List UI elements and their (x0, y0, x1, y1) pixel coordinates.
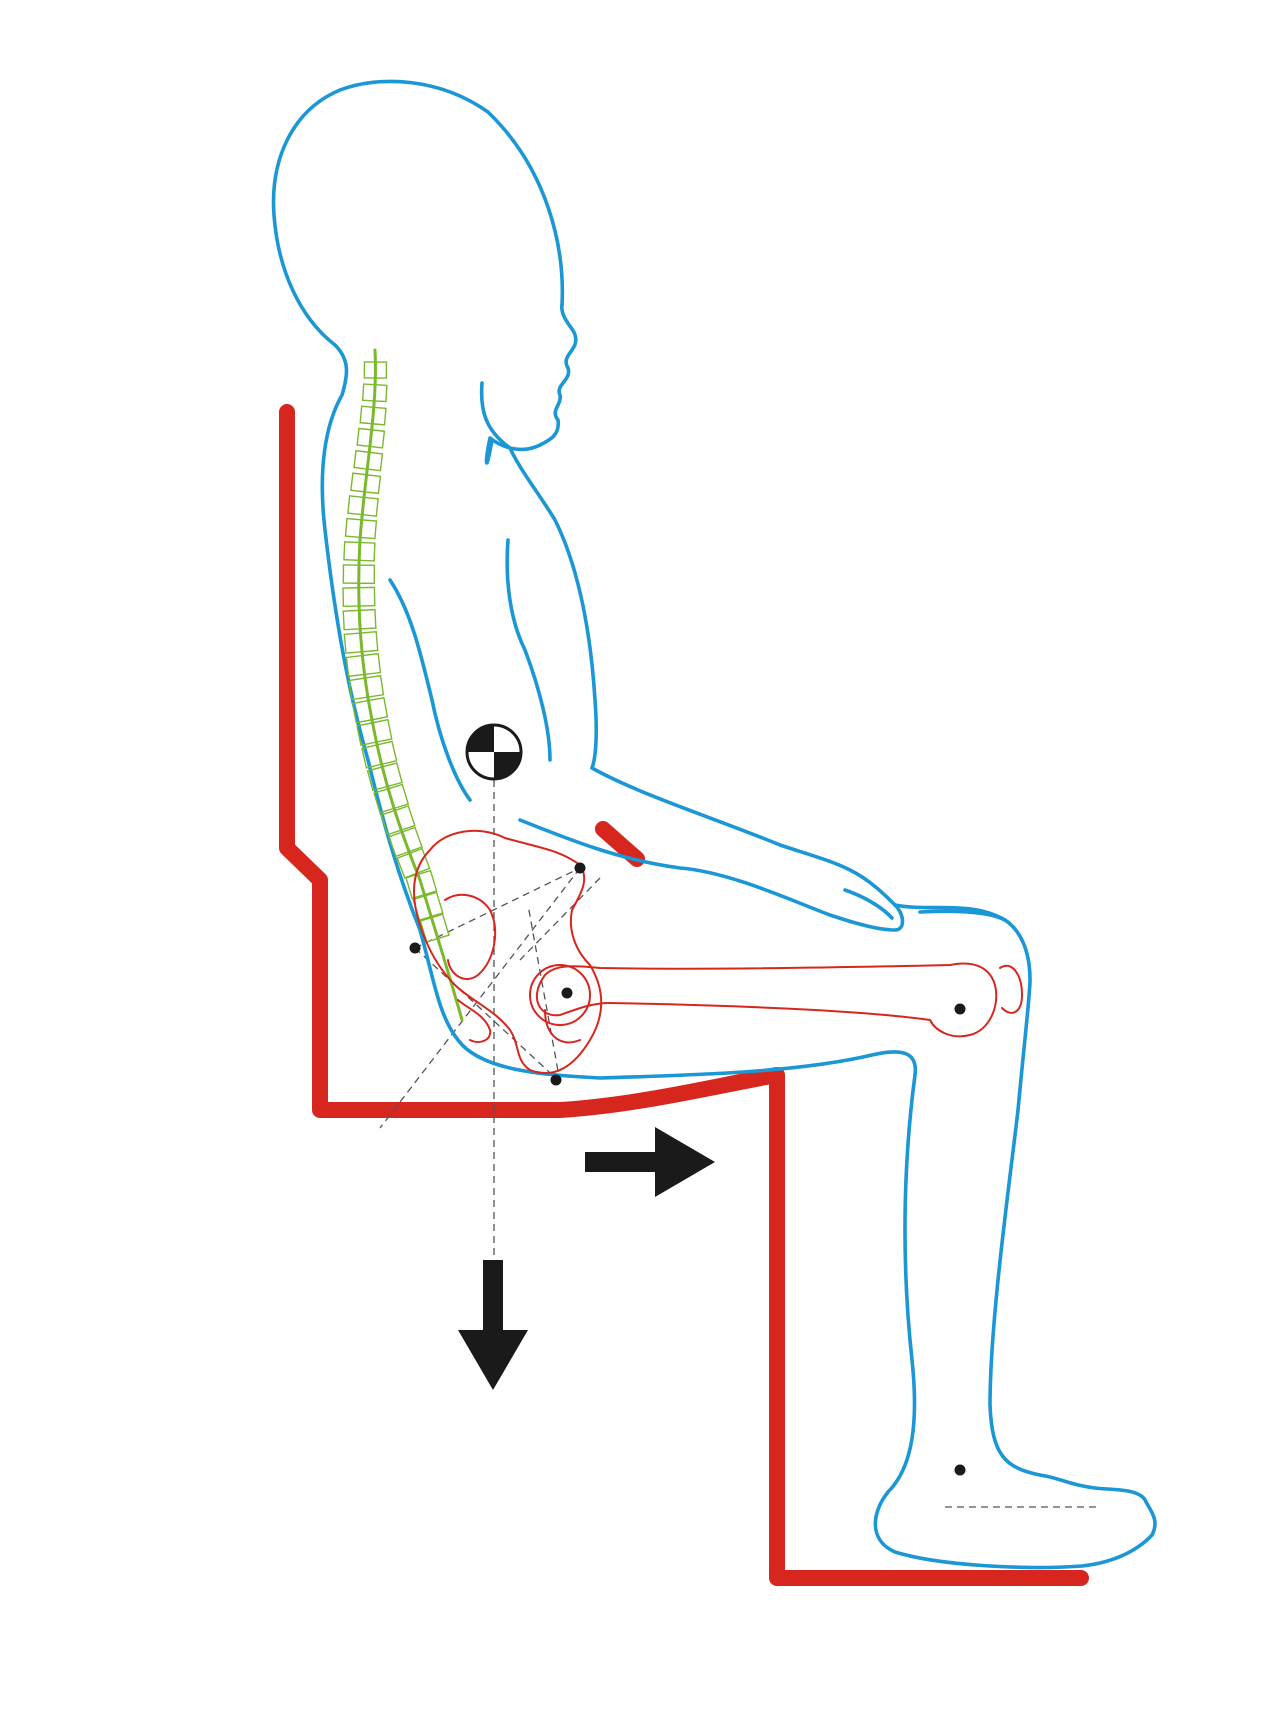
vertebra (419, 913, 450, 943)
guide-lines (379, 780, 1098, 1508)
landmark-dots (409, 862, 966, 1476)
pelvis-guide-line-5 (519, 877, 601, 961)
vertebra (345, 652, 382, 678)
vertebra (348, 674, 385, 701)
vertebra (343, 630, 379, 654)
vertebra (342, 586, 376, 608)
vertebrae (342, 361, 450, 943)
vertebra (347, 495, 379, 517)
arm-back-line (388, 578, 472, 802)
child-silhouette (271, 79, 1157, 1570)
face-profile (538, 303, 578, 447)
vertebra (387, 826, 423, 858)
thigh-top (893, 903, 1007, 922)
chest-line (505, 538, 552, 762)
vertebra (353, 449, 384, 472)
center-of-gravity-symbol (465, 723, 523, 781)
vertebra (356, 427, 386, 449)
vertebra (343, 541, 376, 562)
force-arrows (458, 1127, 715, 1390)
pelvis-bone (413, 829, 603, 1075)
cog-quadrant-bottom-right (494, 752, 521, 779)
vertebra (344, 517, 378, 540)
vertebra (350, 472, 382, 495)
femoral-head (529, 964, 591, 1026)
vertebra (342, 564, 376, 585)
forearm-upper (590, 766, 897, 907)
pelvis-guide-line-4 (527, 904, 561, 1083)
vertebra (356, 718, 393, 747)
vertebra (380, 805, 416, 836)
vertebra (373, 783, 410, 814)
pelvis-guide-line-1 (414, 867, 581, 949)
vertebra (361, 740, 398, 769)
hip-joint-dot (561, 987, 573, 999)
vertebra (363, 361, 388, 379)
spine-curve (357, 348, 464, 1022)
down-arrow (458, 1260, 528, 1390)
greater-trochanter (544, 1009, 581, 1044)
patella (999, 965, 1023, 1014)
ischial-dot (550, 1074, 562, 1086)
sacrum-dot (409, 942, 421, 954)
forearm-lower (518, 818, 905, 932)
right-arrow (585, 1127, 715, 1197)
femur-bone (535, 962, 998, 1038)
pelvic-support-pad (595, 821, 645, 867)
ankle-dot (954, 1464, 966, 1476)
pelvis-guide-line-3 (414, 947, 561, 1083)
vertebra (351, 696, 389, 724)
hand-detail (843, 888, 894, 920)
body-back-contour (271, 79, 1157, 1570)
pelvis-guide-line-2 (379, 867, 581, 1129)
spine (342, 348, 464, 1022)
vertebra (362, 383, 388, 403)
iliac-crest-dot (574, 862, 586, 874)
sacrum (457, 999, 492, 1043)
vertebra (405, 869, 438, 900)
chair-backrest-and-seat (279, 404, 1089, 1586)
vertebra (366, 762, 403, 792)
pelvis-inner (444, 893, 497, 980)
vertebra (359, 405, 387, 426)
knee-joint-dot (954, 1003, 966, 1015)
skeleton (413, 829, 1023, 1075)
vertebra (342, 608, 377, 631)
chair (279, 404, 1089, 1586)
cog-quadrant-top-left (467, 725, 494, 752)
neck-front (479, 381, 599, 770)
